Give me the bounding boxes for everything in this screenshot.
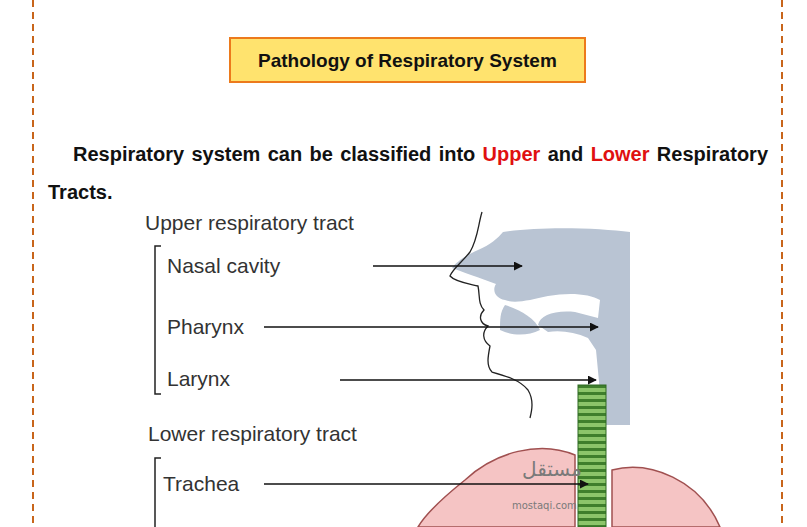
highlight-word: Lower bbox=[591, 143, 650, 165]
watermark: مستقل bbox=[522, 458, 582, 480]
paragraph-text: Respiratory system can be classified int… bbox=[73, 143, 475, 165]
title-text: Pathology of Respiratory System bbox=[258, 50, 557, 72]
face-outline bbox=[450, 212, 532, 418]
lung bbox=[612, 467, 720, 527]
page-border bbox=[32, 0, 34, 527]
part-label: Larynx bbox=[167, 367, 230, 390]
tongue bbox=[500, 305, 540, 335]
group-label: Lower respiratory tract bbox=[148, 422, 357, 445]
leader-arrow bbox=[264, 483, 588, 485]
group-bracket bbox=[155, 458, 161, 527]
trachea-tube bbox=[578, 385, 606, 527]
leader-arrow bbox=[264, 326, 598, 328]
paragraph-text: and bbox=[548, 143, 584, 165]
intro-paragraph: Respiratory system can be classified int… bbox=[48, 135, 768, 211]
watermark: mostaqi.com bbox=[512, 500, 577, 511]
leader-arrow bbox=[373, 265, 522, 267]
part-label: Nasal cavity bbox=[167, 254, 280, 277]
part-label: Pharynx bbox=[167, 315, 244, 338]
group-label: Upper respiratory tract bbox=[145, 211, 354, 234]
leader-arrow bbox=[340, 379, 596, 381]
part-label: Trachea bbox=[163, 472, 239, 495]
highlight-word: Upper bbox=[483, 143, 541, 165]
title-box: Pathology of Respiratory System bbox=[229, 37, 586, 83]
group-bracket bbox=[155, 246, 161, 394]
page-border bbox=[781, 0, 783, 527]
